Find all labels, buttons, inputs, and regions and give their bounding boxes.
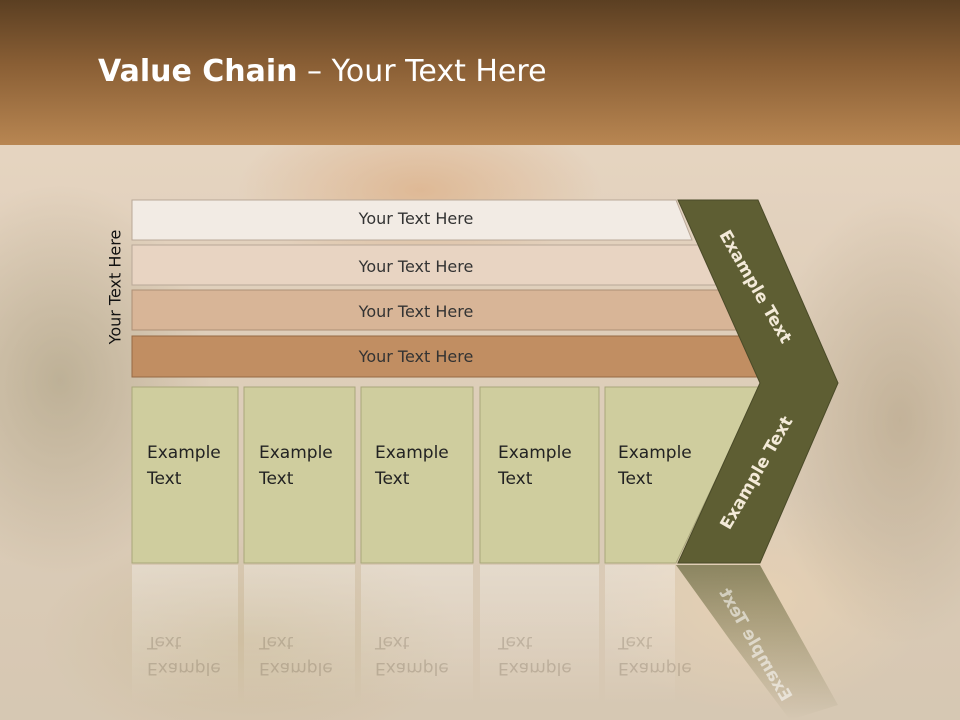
row-label-2: Your Text Here bbox=[358, 257, 474, 276]
activity-box-4[interactable] bbox=[479, 386, 600, 564]
slide-title-bold: Value Chain bbox=[98, 54, 298, 89]
activity-box-3[interactable] bbox=[360, 386, 474, 564]
row-label-4: Your Text Here bbox=[358, 347, 474, 366]
row-label-1: Your Text Here bbox=[358, 209, 474, 228]
activity-box-5[interactable] bbox=[604, 386, 761, 564]
slide-title[interactable]: Value Chain – Your Text Here bbox=[98, 54, 547, 89]
slide-title-rest: – Your Text Here bbox=[297, 54, 547, 89]
margin-chevron[interactable] bbox=[677, 199, 839, 564]
title-bar: Value Chain – Your Text Here bbox=[0, 0, 960, 145]
activity-box-1[interactable] bbox=[131, 386, 239, 564]
row-bar-1[interactable] bbox=[131, 199, 693, 241]
row-label-3: Your Text Here bbox=[358, 302, 474, 321]
activity-box-2[interactable] bbox=[243, 386, 356, 564]
